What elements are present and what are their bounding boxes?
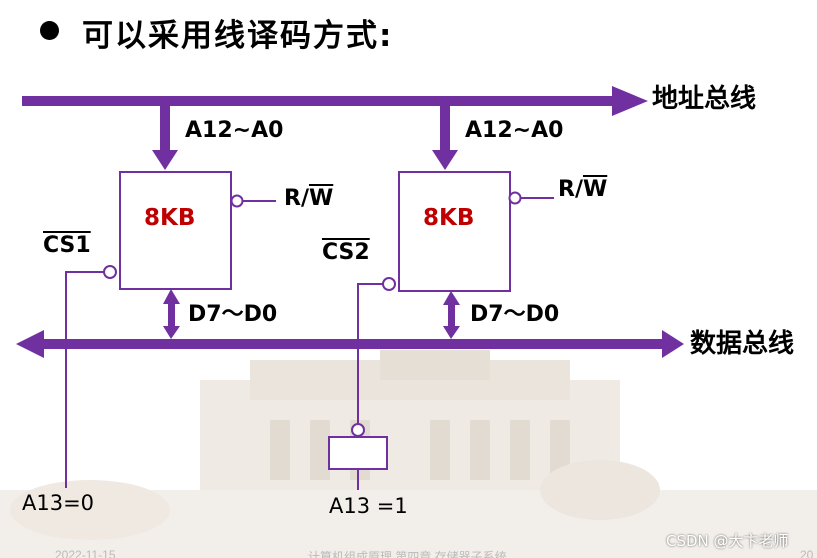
chip1-address-arrow (152, 106, 178, 170)
chip1-data-arrow (163, 289, 180, 339)
chip2-box (399, 172, 510, 291)
chip1-address-lines-label: A12~A0 (185, 118, 283, 143)
chip2-data-arrow (443, 291, 460, 339)
a13-zero-label: A13=0 (22, 491, 94, 515)
chip2-cs-label: CS2 (322, 240, 370, 265)
chip2-address-arrow (432, 106, 458, 170)
chip2-rw-bar-label: W (583, 177, 607, 202)
chip1-capacity-label: 8KB (144, 205, 195, 231)
chip1-data-lines-label: D7～D0 (188, 296, 277, 328)
footer-date: 2022-11-15 (55, 548, 116, 558)
chip1-rw-label: R/W (284, 186, 333, 211)
chip1-rw-bar-label: W (309, 186, 333, 211)
chip1-cs-line (66, 266, 116, 488)
footer-page-number: 20 (800, 548, 813, 558)
chip2-capacity-label: 8KB (423, 205, 474, 231)
address-bus (22, 86, 648, 116)
chip1-rw-pin (232, 196, 277, 207)
chip2-cs-line (329, 278, 395, 490)
chip1-cs-label: CS1 (43, 233, 91, 258)
address-bus-label: 地址总线 (652, 78, 756, 115)
chip2-rw-label: R/W (558, 177, 607, 202)
chip2-rw-pin (510, 193, 555, 204)
data-bus-label: 数据总线 (690, 323, 794, 360)
footer-title: 计算机组成原理 第四章 存储器子系统 (308, 548, 507, 558)
a13-one-label: A13 =1 (329, 494, 408, 518)
data-bus (16, 330, 684, 358)
csdn-watermark: CSDN @大卞老师 (666, 530, 789, 551)
chip2-data-lines-label: D7～D0 (470, 296, 559, 328)
chip2-address-lines-label: A12~A0 (465, 118, 563, 143)
